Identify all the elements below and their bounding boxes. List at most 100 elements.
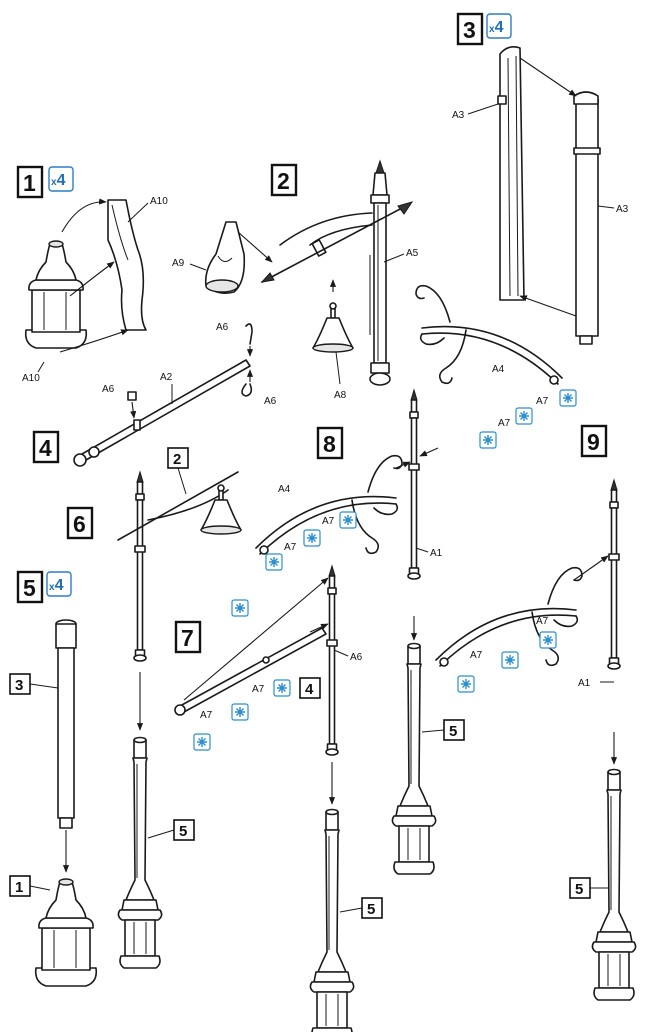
- bracket-a4-step9: [435, 566, 583, 667]
- label-a7-step7-a: A7: [252, 684, 265, 695]
- glue-icon-9a: [539, 631, 557, 649]
- step-7-box: [174, 620, 202, 654]
- glue-icon-8e: [515, 407, 533, 425]
- label-a10-bottom: A10: [22, 373, 40, 384]
- step-7: 7 4 A6 A7 A7 5: [174, 565, 383, 1032]
- ref-box-2: 2: [167, 447, 189, 495]
- ref-box-4: 4: [299, 677, 321, 699]
- step-1-box: [16, 165, 44, 199]
- step-6: 6 2 5: [66, 447, 242, 969]
- base-part-a10-assembled: [24, 240, 88, 349]
- step-4-number: 4: [39, 435, 52, 461]
- ref-box-5b: 5: [339, 897, 383, 919]
- hook-a6-top: [245, 323, 253, 345]
- label-a9: A9: [172, 258, 185, 269]
- step-1-number: 1: [23, 170, 36, 196]
- finial-spear: [260, 201, 414, 283]
- step-8: 8 A1 A4 A4 A7 A7 A7 A7 5: [255, 284, 577, 875]
- glue-icon-7d: [193, 733, 211, 751]
- svg-text:1: 1: [15, 879, 23, 896]
- svg-text:x4: x4: [51, 172, 66, 189]
- label-a2: A2: [160, 372, 173, 383]
- step-8-number: 8: [323, 431, 336, 457]
- step-1-multiplier-badge: x4: [48, 166, 74, 192]
- svg-text:2: 2: [173, 451, 181, 468]
- label-a3-right: A3: [616, 204, 629, 215]
- pole-a1-step8: [407, 389, 421, 580]
- post-5-step8: [391, 642, 437, 875]
- label-a7-8d: A7: [498, 418, 511, 429]
- glue-icon-8f: [479, 431, 497, 449]
- glue-icon-7b: [273, 679, 291, 697]
- spear-arm: [117, 471, 239, 541]
- pole-a1-step9: [607, 479, 621, 670]
- svg-text:5: 5: [367, 901, 375, 918]
- svg-text:3: 3: [15, 677, 23, 694]
- step-7-number: 7: [181, 625, 194, 651]
- glue-icon-7a: [231, 599, 249, 617]
- step-6-box: [66, 506, 94, 540]
- label-a6-right: A6: [264, 396, 277, 407]
- column-half-a3-open: [497, 46, 525, 301]
- step-5-box: [16, 570, 44, 604]
- svg-text:x4: x4: [49, 577, 64, 594]
- glue-icon-9c: [457, 675, 475, 693]
- label-a8: A8: [334, 390, 347, 401]
- crossbar-a2: [73, 359, 251, 467]
- step-6-number: 6: [73, 511, 86, 537]
- label-a7-8b: A7: [284, 542, 297, 553]
- label-a10-top: A10: [150, 196, 168, 207]
- svg-text:4: 4: [305, 681, 314, 698]
- step-5-number: 5: [23, 575, 36, 601]
- step-3-box: [456, 12, 484, 46]
- glue-icon-8a: [339, 511, 357, 529]
- step-3-number: 3: [463, 17, 476, 43]
- label-a7-9a: A7: [536, 616, 549, 627]
- label-a7-step7-b: A7: [200, 710, 213, 721]
- step-2-box: [270, 163, 298, 197]
- svg-text:x4: x4: [489, 19, 504, 36]
- glue-icon-7c: [231, 703, 249, 721]
- step-3: 3 x4 A3 A3: [452, 12, 629, 345]
- base-part-a10-half: [107, 199, 147, 331]
- step-8-box: [316, 426, 344, 460]
- step-4: 4 A6 A6 A6 A2: [32, 322, 277, 467]
- pole-a6: [325, 565, 339, 756]
- hook-a6-right: [241, 383, 253, 397]
- glue-icon-9b: [501, 651, 519, 669]
- ref-box-3: 3: [9, 673, 59, 695]
- step-9-box: [580, 424, 608, 458]
- label-a6-left: A6: [102, 384, 115, 395]
- step-5: 5 x4 3 1: [9, 570, 98, 987]
- label-a1-step9: A1: [578, 678, 591, 689]
- label-a1-step8: A1: [430, 548, 443, 559]
- ref-box-5c: 5: [421, 719, 465, 741]
- lamp-post-a5: [279, 159, 391, 386]
- label-a6-top: A6: [216, 322, 229, 333]
- step-2-number: 2: [277, 168, 290, 194]
- svg-text:5: 5: [179, 823, 187, 840]
- step-9: 9 A1 A7 A7 5: [435, 424, 637, 1001]
- label-a7-8a: A7: [322, 516, 335, 527]
- svg-text:5: 5: [449, 723, 457, 740]
- label-a6-step7: A6: [350, 652, 363, 663]
- lamp-head-assembly: [133, 471, 147, 662]
- hook-a6-left: [127, 391, 137, 401]
- step-3-multiplier-badge: x4: [486, 13, 512, 39]
- glue-icon-8b: [303, 529, 321, 547]
- label-a7-9b: A7: [470, 650, 483, 661]
- post-5-step9: [591, 768, 637, 1001]
- bell-shade-a8: [312, 302, 354, 353]
- label-a7-8c: A7: [536, 396, 549, 407]
- ref-box-1: 1: [9, 875, 51, 897]
- column-half-a3-solid: [573, 91, 601, 345]
- svg-text:5: 5: [575, 881, 583, 898]
- glue-icon-8d: [559, 389, 577, 407]
- lantern-bracket-a9: [204, 221, 246, 294]
- ref-box-5a: 5: [147, 819, 195, 841]
- label-a4-step8-left: A4: [278, 484, 291, 495]
- step-4-box: [32, 430, 60, 464]
- label-a4-step8-right: A4: [492, 364, 505, 375]
- crossbar-step7: [174, 627, 327, 716]
